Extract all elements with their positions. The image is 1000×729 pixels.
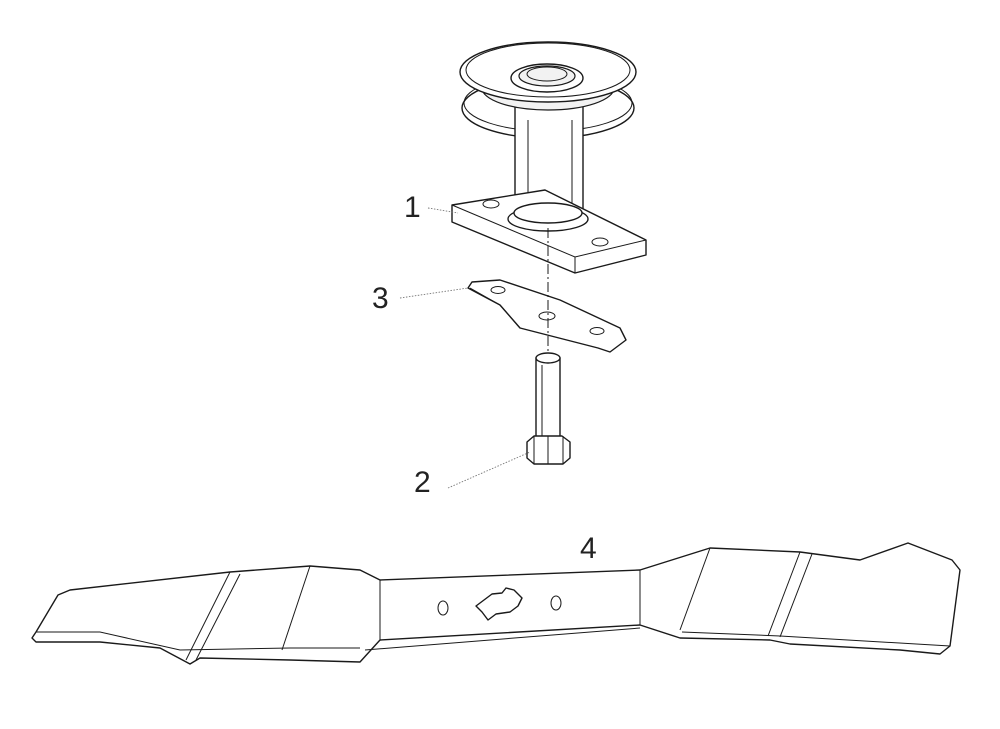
- mower-blade: [31, 542, 961, 665]
- leader-3: [399, 287, 469, 299]
- bolt: [526, 352, 571, 465]
- callout-2: 2: [414, 466, 431, 499]
- callout-3: 3: [372, 282, 389, 315]
- callout-1: 1: [404, 191, 421, 224]
- leader-lines: [399, 207, 531, 489]
- bracket-plate: [467, 279, 627, 353]
- callout-4: 4: [580, 532, 597, 565]
- leader-2: [447, 451, 531, 489]
- leader-1: [427, 207, 459, 214]
- pulley-assembly: [451, 41, 647, 274]
